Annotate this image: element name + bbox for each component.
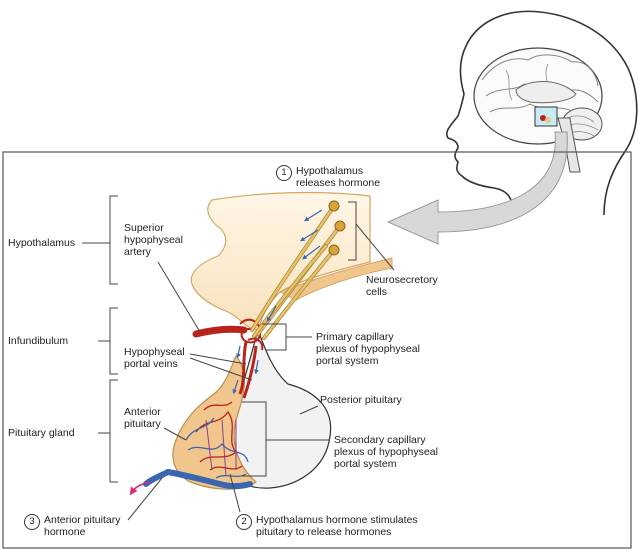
brain-icon — [473, 47, 603, 173]
label-hypothalamus: Hypothalamus — [8, 237, 76, 249]
hypophyseal-portal-veins — [238, 341, 258, 399]
label-superior-hypophyseal-artery: Superior hypophyseal artery — [124, 222, 183, 258]
label-neurosecretory-cells: Neurosecretory cells — [366, 274, 438, 298]
neuron-cell-bodies — [328, 200, 346, 256]
primary-capillary-plexus — [239, 318, 264, 351]
label-anterior-pituitary: Anterior pituitary — [124, 406, 161, 430]
superior-hypophyseal-artery — [192, 325, 248, 338]
vein-out — [165, 469, 253, 490]
hormone-flow-arrows — [232, 209, 323, 395]
label-secondary-capillary-plexus: Secondary capillary plexus of hypophysea… — [334, 434, 438, 470]
region-brackets — [82, 195, 118, 483]
hormone-output-arrow — [129, 481, 151, 496]
step-1-badge: 1 — [276, 165, 292, 181]
secondary-capillary-plexus — [185, 401, 249, 479]
label-infundibulum: Infundibulum — [8, 335, 69, 347]
leader-lines — [127, 201, 395, 521]
step-3-badge: 3 — [24, 514, 40, 530]
step-2-badge: 2 — [236, 514, 252, 530]
zoom-arrow — [386, 131, 568, 245]
neurosecretory-axons — [250, 204, 342, 340]
step-3-text: Anterior pituitary hormone — [44, 514, 121, 538]
label-primary-capillary-plexus: Primary capillary plexus of hypophyseal … — [316, 331, 420, 367]
label-posterior-pituitary: Posterior pituitary — [320, 394, 402, 406]
label-hypophyseal-portal-veins: Hypophyseal portal veins — [124, 346, 185, 370]
hypothalamus-tissue — [190, 191, 371, 331]
step-2-text: Hypothalamus hormone stimulates pituitar… — [256, 514, 418, 538]
label-pituitary-gland: Pituitary gland — [8, 427, 75, 439]
detail-panel — [2, 151, 632, 549]
step-1-text: Hypothalamus releases hormone — [296, 165, 381, 189]
